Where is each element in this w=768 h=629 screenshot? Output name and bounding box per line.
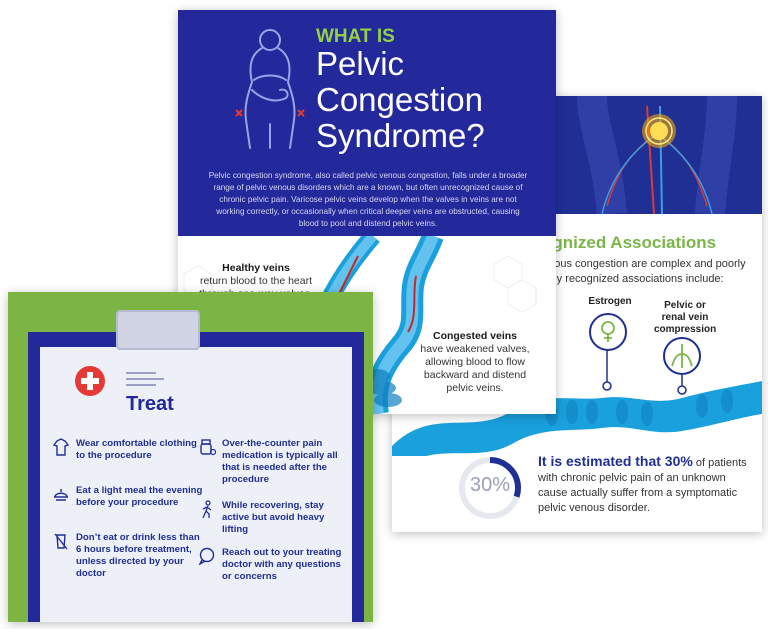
medication-icon: [200, 439, 216, 456]
checklist-item-text: Reach out to your treating doctor with a…: [222, 547, 342, 582]
no-drink-icon: [54, 533, 68, 550]
congested-veins-text: Congested veins have weakened valves, al…: [420, 330, 530, 395]
page-title: Pelvic Congestion Syndrome?: [316, 45, 485, 154]
associations-card: ognized Associations enous congestion ar…: [392, 96, 762, 532]
treatment-card: Treat Wear comfortable clothing to the p…: [8, 292, 373, 622]
what-is-header: WHAT IS Pelvic Congestion Syndrome? Pelv…: [178, 10, 556, 236]
document-lines-icon: [126, 372, 164, 386]
checklist-item-text: Don’t eat or drink less than 6 hours bef…: [76, 532, 200, 579]
statistic-text: It is estimated that 30% of patients wit…: [538, 454, 748, 516]
congested-veins-title: Congested veins: [432, 330, 518, 342]
meal-icon: [54, 489, 68, 501]
statistic-ring: [459, 457, 521, 519]
eyebrow-label: WHAT IS: [316, 26, 395, 47]
association-label-estrogen: Estrogen: [588, 296, 632, 307]
clothing-icon: [52, 438, 70, 456]
association-label-compression: Pelvic or renal vein compression: [654, 300, 717, 335]
checklist-item-text: While recovering, stay active but avoid …: [222, 500, 325, 535]
statistic-rest: of patients with chronic pelvic pain of …: [538, 457, 747, 514]
associations-intro: enous congestion are complex and poorly …: [542, 258, 746, 285]
congested-veins-description: have weakened valves, allowing blood to …: [420, 343, 530, 394]
statistic-lead: It is estimated that 30%: [538, 453, 693, 469]
vein-compression-icon: [663, 337, 701, 375]
chat-icon: [198, 547, 215, 565]
woman-outline-icon: [235, 29, 305, 149]
checklist-item-text: Eat a light meal the evening before your…: [76, 485, 203, 508]
medical-cross-icon: [75, 366, 105, 396]
treatment-title: Treat: [126, 393, 174, 415]
checklist-item-text: Wear comfortable clothing to the procedu…: [76, 438, 197, 461]
healthy-veins-title: Healthy veins: [222, 262, 290, 274]
walking-icon: [202, 500, 212, 518]
statistic-value: 30%: [469, 474, 511, 496]
associations-title: ognized Associations: [542, 233, 717, 252]
clipboard-clip: [116, 310, 200, 350]
anatomy-illustration: [577, 96, 737, 214]
description-text: Pelvic congestion syndrome, also called …: [208, 171, 528, 228]
estrogen-icon: [589, 313, 627, 351]
checklist-item-text: Over-the-counter pain medication is typi…: [222, 438, 338, 485]
